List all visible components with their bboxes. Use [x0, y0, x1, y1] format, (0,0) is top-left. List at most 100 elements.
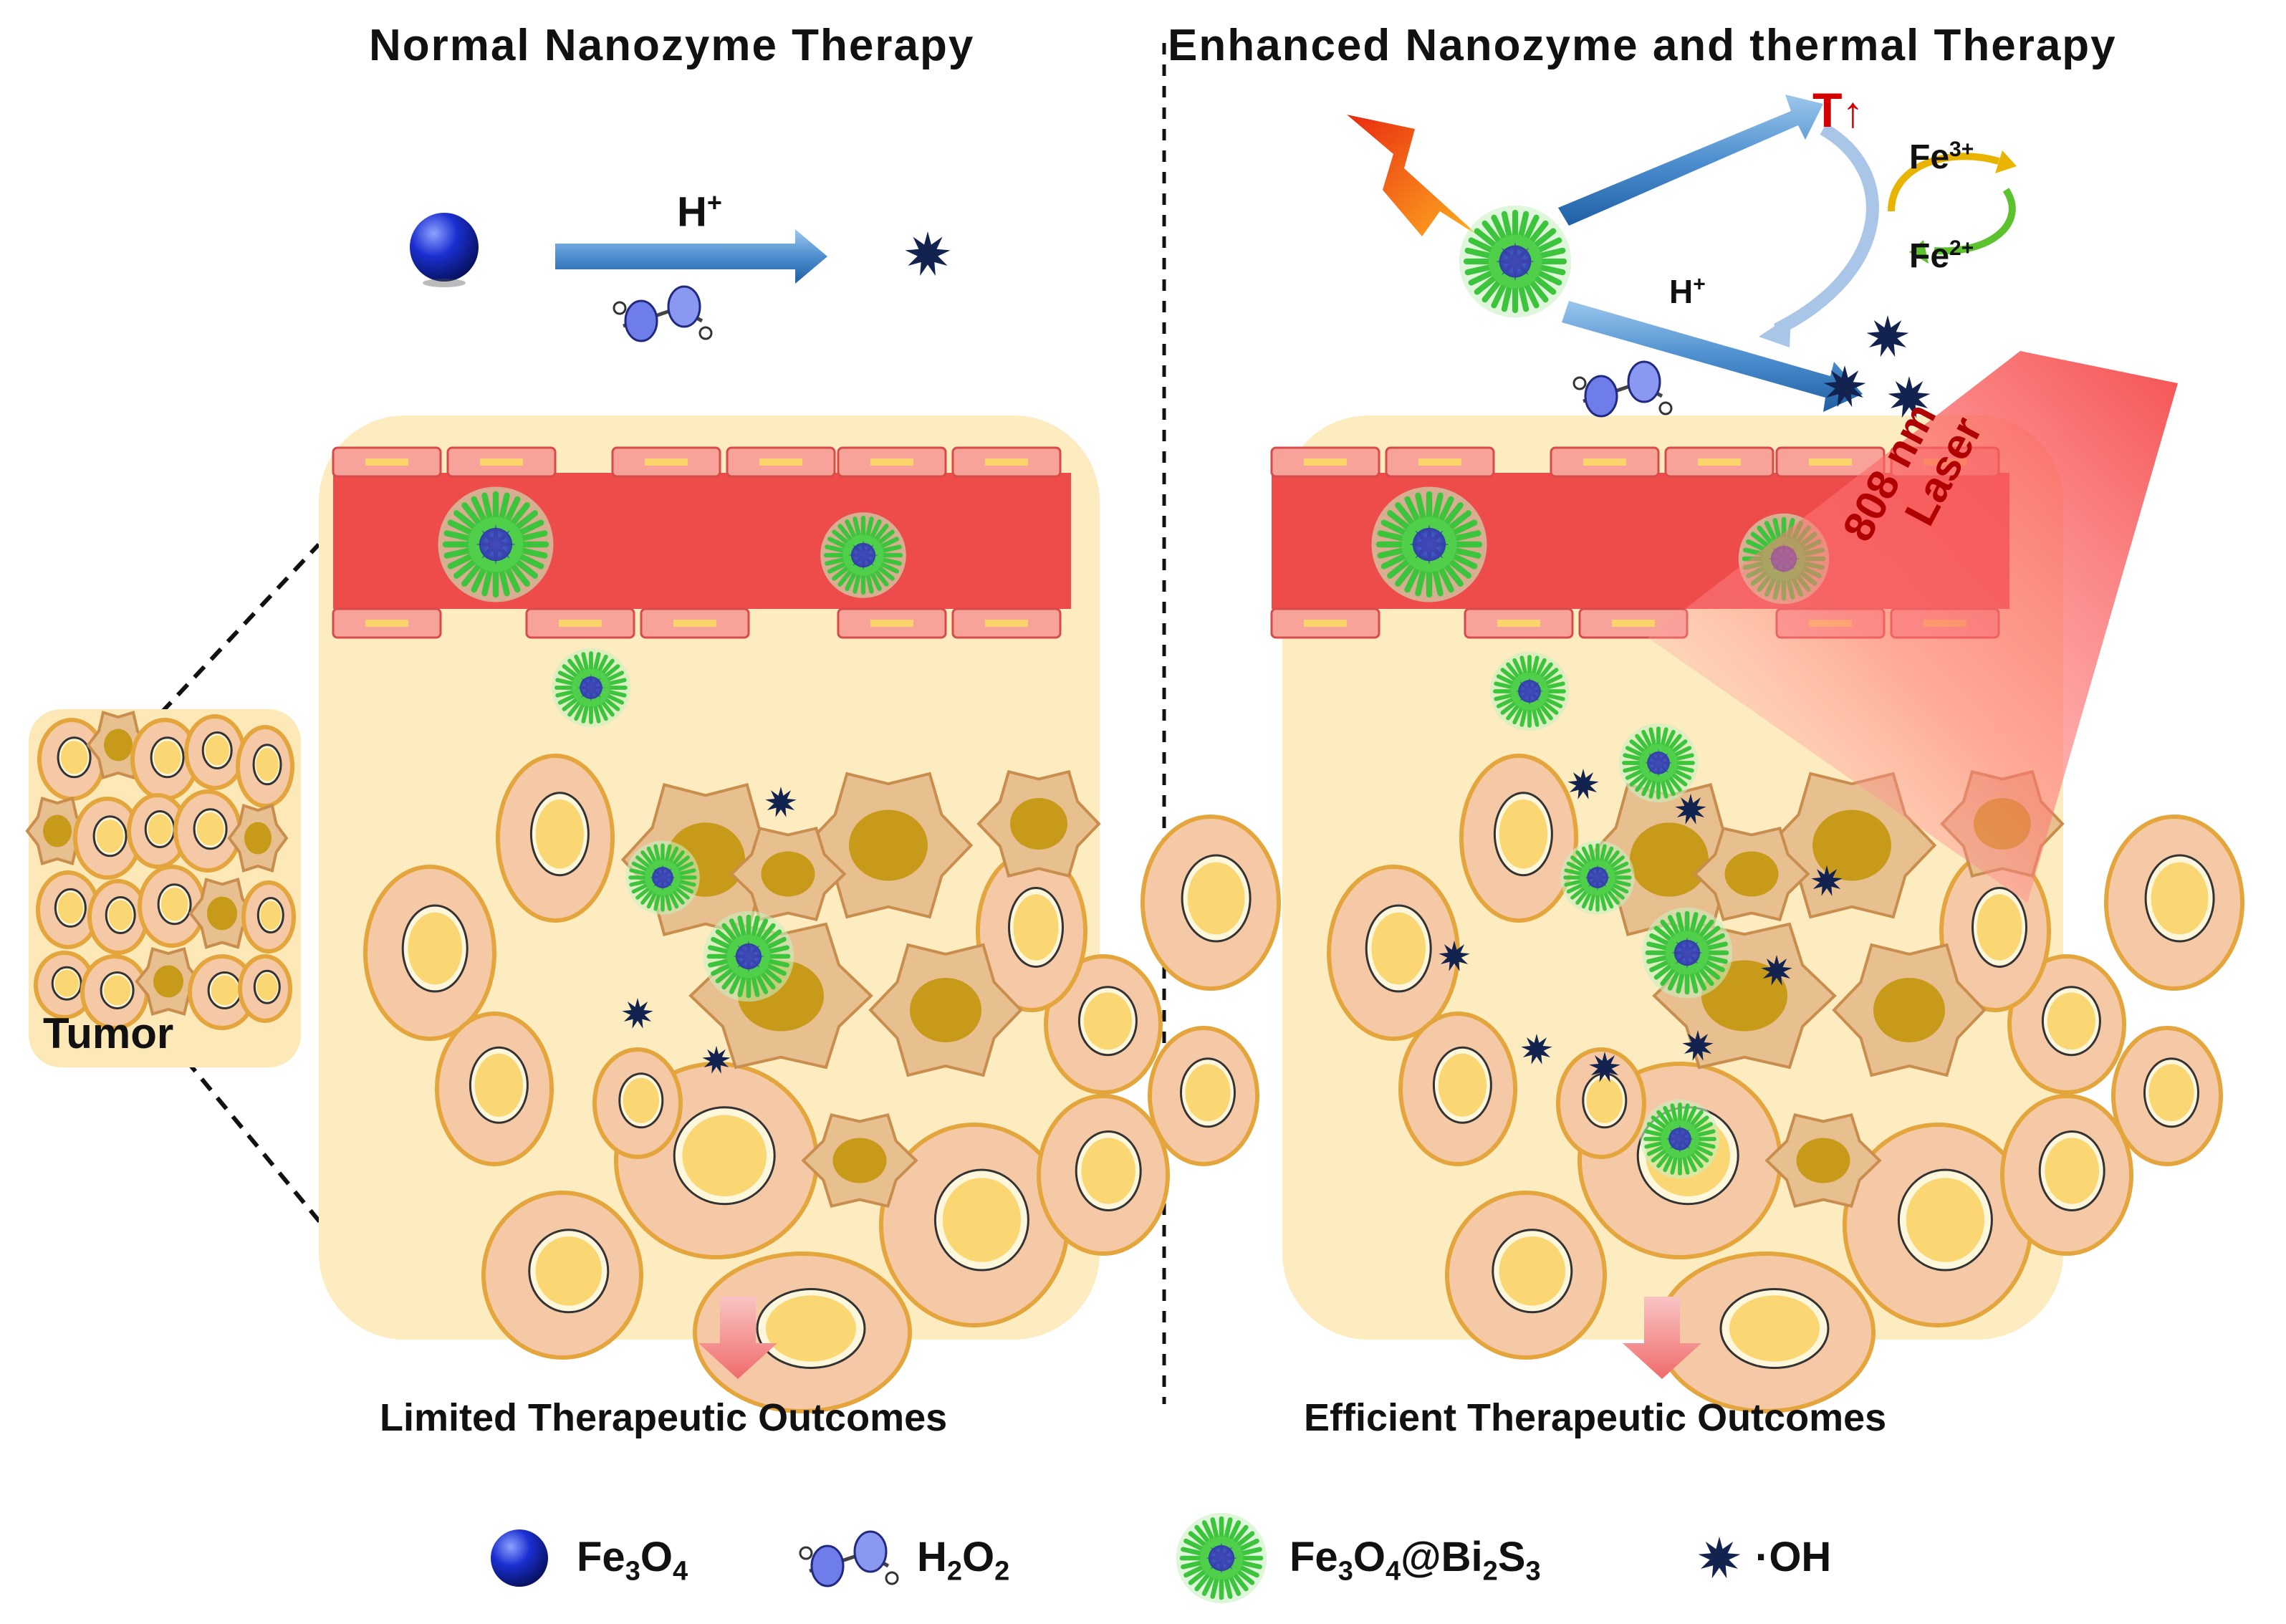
outcome-left: Limited Therapeutic Outcomes [380, 1396, 948, 1439]
hydroxyl-radical [1675, 794, 1706, 825]
tumor-cell [496, 754, 615, 923]
legend-fe3o4-label: Fe3O4 [577, 1534, 688, 1587]
fe-cycle-arc-bottom [1934, 188, 2016, 255]
h2o2-molecule-right [1574, 362, 1671, 416]
feedback-arrowhead [1759, 315, 1791, 347]
hydroxyl-radical [1682, 1030, 1714, 1061]
tumor-cell [1459, 754, 1578, 923]
dying-cell [868, 943, 1023, 1077]
tumor-cell [241, 880, 296, 953]
fe-cycle-arc-top [1888, 153, 2000, 212]
cell-cluster-left [363, 754, 1281, 1413]
dying-cell [976, 769, 1101, 878]
dying-cell [1767, 772, 1937, 919]
tumor-inset [25, 709, 301, 1067]
nanoparticle-in-tumor [1641, 907, 1733, 999]
outcome-arrow-left [698, 1297, 777, 1379]
tumor-cell [236, 725, 294, 808]
tumor-label: Tumor [43, 1009, 174, 1057]
tumor-cell [87, 879, 149, 955]
tumor-cell [80, 954, 149, 1030]
hydroxyl-radical [1589, 1052, 1620, 1082]
tumor-cell [73, 797, 142, 880]
left-panel [25, 213, 1281, 1413]
tumor-cell [976, 850, 1087, 1012]
fe2-label: Fe2+ [1909, 236, 1974, 275]
tumor-cell [1656, 1251, 1876, 1413]
lightning-bolt-icon [1347, 115, 1479, 236]
dying-cell [729, 826, 847, 922]
dying-cell [25, 796, 90, 866]
tumor-cell [592, 1047, 683, 1159]
fe-cycle-arrowhead-bottom [1909, 240, 1929, 264]
legend-composite-icon [1176, 1512, 1267, 1604]
tumor-cell [693, 1251, 912, 1413]
zoom-line-top [159, 542, 321, 715]
tumor-cell [34, 951, 95, 1019]
dying-cell [1693, 826, 1810, 922]
right-panel [1270, 95, 2244, 1413]
hydroxyl-radical [1866, 315, 1909, 357]
laser-beam [1648, 351, 2178, 903]
dying-cell [803, 772, 974, 919]
tumor-cell [2000, 1094, 2133, 1256]
legend-h2o2-label: H2O2 [917, 1534, 1010, 1587]
dying-cell [227, 803, 289, 873]
nanoparticle-top [1459, 205, 1572, 318]
legend-composite-icon [1176, 1512, 1267, 1604]
hydroxyl-radical [1823, 365, 1866, 408]
tumor-cell [2104, 815, 2244, 991]
nanoparticle-top [1459, 205, 1572, 318]
hydroxyl-radical [1811, 865, 1843, 896]
nanoparticle-in-vessel [438, 486, 554, 602]
tumor-cell [184, 714, 246, 790]
tumor-cell [138, 865, 206, 948]
tumor-cell [1843, 1123, 2033, 1327]
legend-oh-label: ·OH [1755, 1534, 1832, 1580]
tumor-cell [1556, 1047, 1646, 1159]
tumor-cell [130, 718, 199, 801]
tumor-cell [1140, 815, 1281, 991]
tumor-cell [1398, 1012, 1517, 1166]
nanoparticle-in-vessel [1371, 486, 1487, 602]
tumor-cell [36, 870, 100, 949]
dying-cell [801, 1113, 918, 1209]
hydroxyl-radical [702, 1046, 731, 1074]
fe-cycle-arrowhead-top [1995, 150, 2017, 173]
tumor-cell [37, 718, 106, 801]
dying-cell [1764, 1113, 1882, 1209]
dying-cell [1832, 943, 1987, 1077]
dying-cell [135, 947, 202, 1016]
hydroxyl-radical [1761, 955, 1792, 986]
hydroxyl-radical [1521, 1034, 1552, 1065]
nanoparticle-in-tumor [1640, 1099, 1720, 1179]
legend-composite-label: Fe3O4@Bi2S3 [1290, 1534, 1541, 1587]
tumor-cell [2007, 954, 2126, 1095]
tumor-cell [238, 954, 292, 1023]
temperature-rise-label: T↑ [1812, 83, 1864, 138]
tumor-cell [1327, 865, 1460, 1041]
tumor-cell [1044, 954, 1163, 1095]
hydroxyl-radical [1439, 941, 1470, 971]
outcome-arrow-right [1623, 1297, 1701, 1379]
h-plus-label-right: H+ [1669, 272, 1706, 310]
legend-h2o2-icon [800, 1532, 898, 1586]
fe3-label: Fe3+ [1909, 138, 1974, 176]
tumor-cell [481, 1191, 643, 1360]
nanoparticle-in-tumor [625, 840, 700, 915]
legend-radical-icon [1698, 1537, 1741, 1579]
h2o2-molecule-left [614, 287, 711, 341]
outcome-right: Efficient Therapeutic Outcomes [1304, 1396, 1887, 1439]
tumor-cell [188, 954, 256, 1030]
nanoparticle-in-vessel [820, 512, 906, 598]
nanoparticle-in-tumor [1560, 840, 1635, 915]
hydroxyl-radical [622, 998, 653, 1029]
tumor-cell [2111, 1026, 2223, 1166]
hydroxyl-radical [765, 787, 797, 817]
legend-fe3o4-icon [491, 1529, 548, 1587]
reaction-arrow-left [555, 229, 827, 284]
hydroxyl-radical-left [905, 231, 951, 277]
tumor-cell [173, 789, 242, 873]
h-plus-label-left: H+ [677, 188, 722, 236]
nanoparticle-in-tumor [703, 911, 794, 1002]
